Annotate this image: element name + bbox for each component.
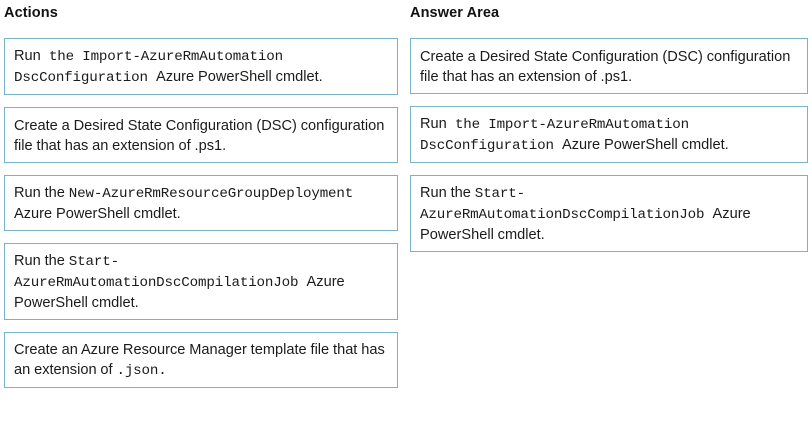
option-card[interactable]: Run the Import-AzureRmAutomation DscConf… xyxy=(4,38,398,95)
option-card-text: Run the Start-AzureRmAutomationDscCompil… xyxy=(14,251,388,313)
answer-area-column-title: Answer Area xyxy=(410,5,500,21)
option-card-text: Run the Import-AzureRmAutomation DscConf… xyxy=(420,114,798,156)
option-card-text-segment: Azure PowerShell cmdlet. xyxy=(156,69,323,85)
option-card-text-segment: Run the xyxy=(14,185,69,201)
cmdlet-code-text: the Import-AzureRmAutomation DscConfigur… xyxy=(420,117,689,154)
actions-card-list: Run the Import-AzureRmAutomation DscConf… xyxy=(4,38,398,400)
answer-area-column: Answer Area Create a Desired State Confi… xyxy=(410,0,808,252)
option-card-text: Run the Start-AzureRmAutomationDscCompil… xyxy=(420,183,798,245)
option-card[interactable]: Create a Desired State Configuration (DS… xyxy=(410,38,808,94)
cmdlet-code-text: Start-AzureRmAutomationDscCompilationJob xyxy=(420,186,713,223)
option-card-text-segment: Azure PowerShell cmdlet. xyxy=(14,206,181,222)
option-card-text-segment: Azure PowerShell cmdlet. xyxy=(420,206,751,243)
option-card[interactable]: Run the Import-AzureRmAutomation DscConf… xyxy=(410,106,808,163)
option-card-text-segment: Azure PowerShell cmdlet. xyxy=(562,137,729,153)
answer-area-card-list: Create a Desired State Configuration (DS… xyxy=(410,38,808,264)
option-card-text-segment: Create a Desired State Configuration (DS… xyxy=(14,117,385,154)
option-card-text-segment: Run the xyxy=(14,253,69,269)
option-card[interactable]: Create an Azure Resource Manager templat… xyxy=(4,332,398,388)
option-card-text-segment: Create an Azure Resource Manager templat… xyxy=(14,342,385,378)
cmdlet-code-text: Start-AzureRmAutomationDscCompilationJob xyxy=(14,254,307,291)
option-card[interactable]: Run the New-AzureRmResourceGroupDeployme… xyxy=(4,175,398,231)
option-card-text-segment: Create a Desired State Configuration (DS… xyxy=(420,48,791,85)
cmdlet-code-text: the Import-AzureRmAutomation DscConfigur… xyxy=(14,49,283,86)
option-card[interactable]: Run the Start-AzureRmAutomationDscCompil… xyxy=(4,243,398,320)
option-card-text: Run the New-AzureRmResourceGroupDeployme… xyxy=(14,183,388,224)
cmdlet-code-text: .json. xyxy=(116,363,167,379)
option-card-text-segment: Run xyxy=(14,48,41,64)
option-card-text-segment: Azure PowerShell cmdlet. xyxy=(14,274,345,311)
option-card-text: Run the Import-AzureRmAutomation DscConf… xyxy=(14,46,388,88)
actions-column: Actions Run the Import-AzureRmAutomation… xyxy=(4,0,398,388)
option-card-text: Create an Azure Resource Manager templat… xyxy=(14,340,388,381)
actions-column-title: Actions xyxy=(4,5,58,21)
option-card-text: Create a Desired State Configuration (DS… xyxy=(14,116,388,156)
option-card-text: Create a Desired State Configuration (DS… xyxy=(420,47,798,87)
option-card[interactable]: Run the Start-AzureRmAutomationDscCompil… xyxy=(410,175,808,252)
option-card-text-segment: Run xyxy=(420,116,447,132)
cmdlet-code-text: New-AzureRmResourceGroupDeployment xyxy=(68,186,354,202)
option-card[interactable]: Create a Desired State Configuration (DS… xyxy=(4,107,398,163)
option-card-text-segment: Run the xyxy=(420,185,475,201)
